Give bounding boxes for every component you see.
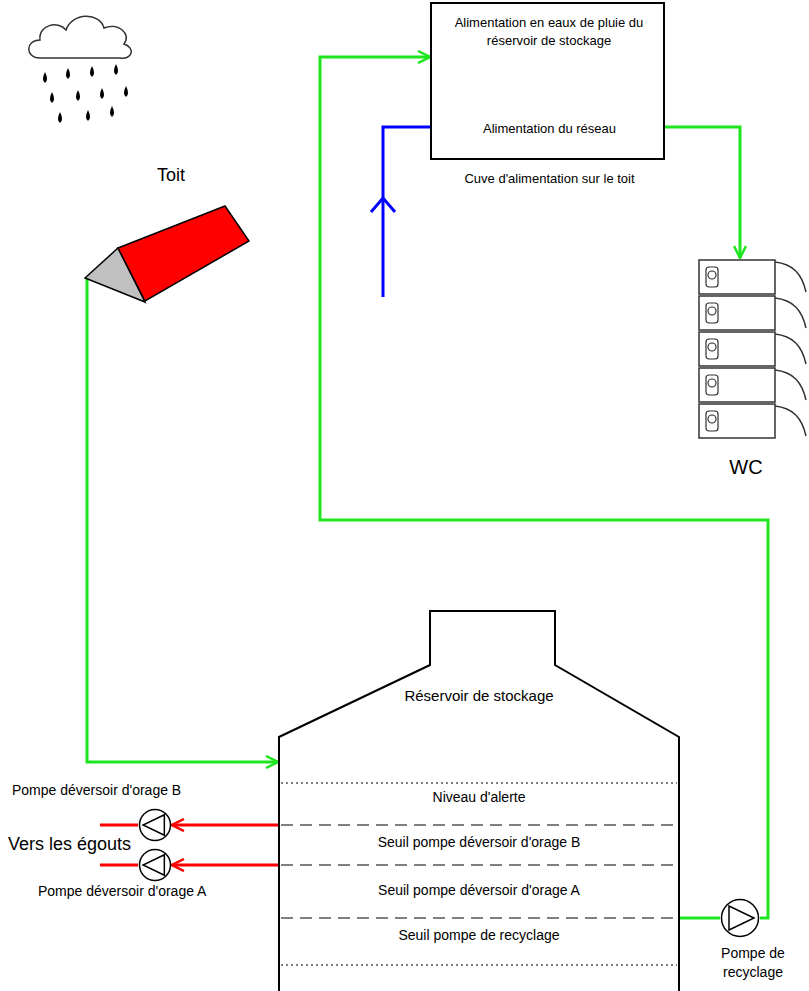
level-line	[281, 825, 677, 826]
pipe-connector	[680, 917, 720, 920]
rain-drop	[114, 64, 118, 75]
door-swing	[775, 370, 806, 400]
pump-triangle	[729, 906, 754, 930]
shape-outline	[720, 898, 760, 938]
toilet-icon	[706, 303, 718, 323]
toilet-bowl	[708, 379, 716, 387]
supply-tank-box: Alimentation en eaux de pluie du réservo…	[430, 2, 665, 160]
shape-outline	[138, 808, 172, 842]
rain-drop	[43, 72, 47, 83]
door-swing	[775, 334, 806, 364]
pipe-connector	[172, 864, 278, 867]
roof-shape: Toit	[85, 205, 250, 302]
shape-outline	[698, 258, 807, 440]
node-text: Alimentation du réseau	[432, 120, 667, 138]
toilet-cubicle	[699, 332, 775, 366]
storage-tank: Réservoir de stockageNiveau d'alerteSeui…	[278, 610, 680, 991]
storm-pump: Pompe déversoir d'orage A	[138, 848, 172, 882]
mains-supply-pipe	[371, 127, 430, 297]
storm-pump: Pompe déversoir d'orage B	[138, 808, 172, 842]
wc-stack: WC	[698, 258, 807, 440]
pump-triangle	[143, 815, 164, 835]
shape-outline	[85, 205, 250, 302]
door-swing	[775, 262, 806, 292]
level-line	[281, 783, 677, 784]
rain-drops	[43, 64, 128, 123]
node-text: Niveau d'alerte	[430, 788, 529, 807]
node-caption: Pompe déversoir d'orage B	[12, 781, 212, 800]
node-text: Réservoir de stockage	[401, 686, 556, 706]
level-line	[281, 918, 677, 919]
node-text: Seuil pompe déversoir d'orage A	[375, 881, 583, 900]
rain-drop	[76, 90, 80, 101]
rain-drop	[50, 92, 54, 103]
shape-outline	[138, 848, 172, 882]
toilet-cubicle	[699, 368, 775, 402]
toilet-icon	[706, 375, 718, 395]
node-caption: Pompe déversoir d'orage A	[38, 882, 238, 901]
outlet-label: Vers les égouts	[8, 834, 131, 855]
rain-drop	[110, 106, 114, 117]
pipe-connector	[87, 278, 278, 762]
pipe-connector	[665, 127, 740, 258]
roof-slope	[118, 206, 249, 301]
rain-drop	[124, 86, 128, 97]
cloud-outline	[29, 16, 131, 58]
node-text: Seuil pompe déversoir d'orage B	[375, 833, 584, 852]
rain-drop	[66, 68, 70, 79]
rain-drop	[58, 112, 62, 123]
red-pipe	[100, 824, 138, 827]
node-text: Alimentation en eaux de pluie du réservo…	[449, 14, 649, 49]
node-caption: Cuve d'alimentation sur le toit	[432, 170, 667, 188]
pipe-connector	[320, 57, 768, 918]
toilet-icon	[706, 339, 718, 359]
recycling-pump: Pompe de recyclage	[720, 898, 760, 938]
toilet-cubicle	[699, 296, 775, 330]
node-caption: Toit	[157, 163, 217, 187]
toilet-bowl	[708, 415, 716, 423]
pump-circle	[140, 850, 171, 881]
toilet-cubicle	[699, 404, 775, 438]
node-caption: Pompe de recyclage	[712, 944, 794, 982]
pump-circle	[140, 810, 171, 841]
flow-chevron	[371, 198, 395, 212]
rain-drop	[100, 88, 104, 99]
toilet-bowl	[708, 271, 716, 279]
door-swing	[775, 298, 806, 328]
level-line	[281, 965, 677, 966]
toilet-bowl	[708, 343, 716, 351]
rain-drop	[90, 66, 94, 77]
tank-outline	[279, 611, 679, 991]
node-text: Seuil pompe de recyclage	[395, 926, 562, 945]
toilet-bowl	[708, 307, 716, 315]
pump-triangle	[143, 855, 164, 875]
rain-cloud	[29, 16, 131, 58]
pipe-connector	[172, 824, 278, 827]
node-caption: WC	[716, 454, 776, 481]
rain-drop	[86, 110, 90, 121]
door-swing	[775, 406, 806, 436]
toilet-cubicle	[699, 260, 775, 294]
red-pipe	[100, 864, 138, 867]
toilet-icon	[706, 267, 718, 287]
toilet-icon	[706, 411, 718, 431]
blue-pipe	[383, 127, 430, 297]
level-line	[281, 865, 677, 866]
pump-circle	[722, 900, 759, 937]
